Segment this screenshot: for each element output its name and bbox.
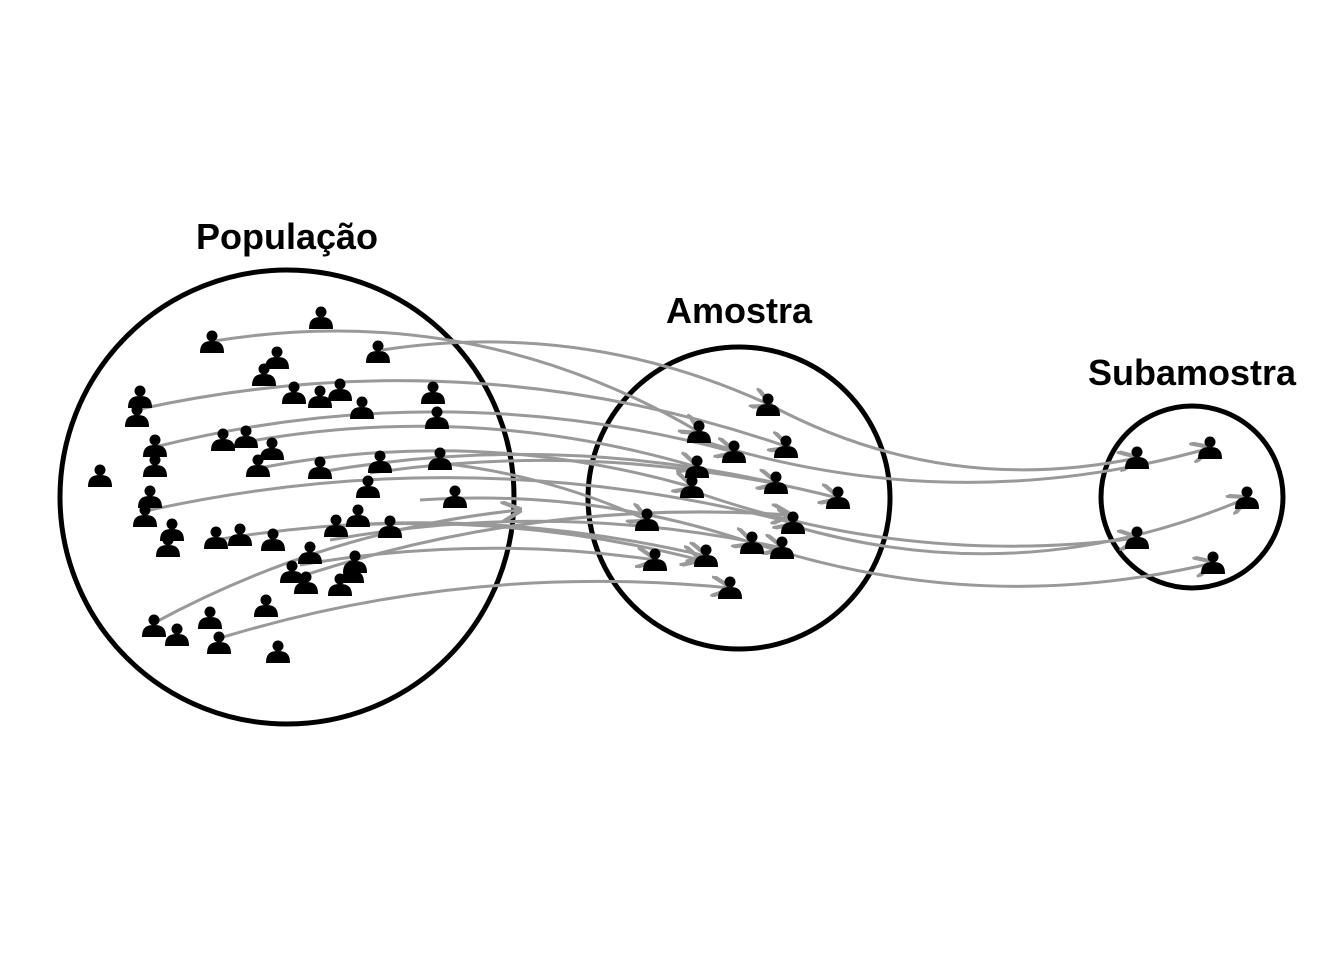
population-person-icon <box>308 456 332 479</box>
population-person-icon <box>428 447 452 470</box>
population-person-icon <box>260 437 284 460</box>
population-person-icon <box>421 381 445 404</box>
selection-arrow <box>149 476 793 523</box>
population-person-icon <box>308 385 332 408</box>
sample-person-icon <box>756 393 780 416</box>
sample-person-icon <box>685 455 709 478</box>
population-person-icon <box>125 404 149 427</box>
population-person-icon <box>228 523 252 546</box>
sample-label: Amostra <box>666 290 813 331</box>
population-person-icon <box>309 306 333 329</box>
population-person-icon <box>143 454 167 477</box>
population-person-icon <box>234 425 258 448</box>
population-person-icon <box>340 560 364 583</box>
population-person-icon <box>328 378 352 401</box>
selection-arrow <box>214 521 706 556</box>
selection-arrow <box>219 581 730 640</box>
selection-arrow <box>154 410 734 452</box>
subsample-person-icon <box>1198 436 1222 459</box>
population-person-icon <box>207 631 231 654</box>
sample-person-icon <box>740 531 764 554</box>
population-person-icon <box>282 381 306 404</box>
population-person-icon <box>298 541 322 564</box>
selection-arrow <box>759 543 1213 588</box>
population-person-icon <box>254 594 278 617</box>
selection-arrow <box>299 546 655 565</box>
subsample-person-icon <box>1125 526 1149 549</box>
population-person-icon <box>165 623 189 646</box>
population-circle <box>57 267 517 727</box>
sample-person-icon <box>781 511 805 534</box>
sample-person-icon <box>722 440 746 463</box>
subsample-circle <box>1098 403 1286 591</box>
population-person-icon <box>294 571 318 594</box>
subsample-person-icon <box>1125 446 1149 469</box>
sample-person-icon <box>770 536 794 559</box>
selection-arrow <box>689 488 1137 546</box>
population-person-icon <box>133 504 157 527</box>
population-person-icon <box>261 528 285 551</box>
sample-person-icon <box>764 471 788 494</box>
population-person-icon <box>346 504 370 527</box>
selection-arrow <box>239 424 697 467</box>
population-person-icon <box>138 485 162 508</box>
population-person-icon <box>266 640 290 663</box>
population-person-icon <box>204 526 228 549</box>
people-layer <box>88 306 1259 663</box>
population-person-icon <box>156 534 180 557</box>
population-person-icon <box>211 428 235 451</box>
population-person-icon <box>246 454 270 477</box>
population-person-icon <box>198 606 222 629</box>
sample-person-icon <box>718 576 742 599</box>
selection-arrow <box>769 403 1137 470</box>
population-person-icon <box>143 434 167 457</box>
sample-person-icon <box>643 548 667 571</box>
selection-arrow <box>789 498 1247 556</box>
population-person-icon <box>280 560 304 583</box>
population-person-icon <box>443 485 467 508</box>
subsample-person-icon <box>1201 551 1225 574</box>
subsample-label: Subamostra <box>1088 352 1297 393</box>
population-person-icon <box>265 346 289 369</box>
sample-person-icon <box>635 508 659 531</box>
selection-arrow <box>153 510 520 625</box>
subsample-person-icon <box>1235 486 1259 509</box>
selection-arrow <box>439 461 647 520</box>
population-person-icon <box>128 385 152 408</box>
population-person-icon <box>200 330 224 353</box>
population-person-icon <box>366 340 390 363</box>
sample-person-icon <box>774 435 798 458</box>
selection-arrow <box>381 340 770 405</box>
population-person-icon <box>142 614 166 637</box>
population-person-icon <box>368 450 392 473</box>
selection-arrow <box>419 496 752 543</box>
selection-arrow <box>335 521 700 560</box>
sample-person-icon <box>694 544 718 567</box>
population-person-icon <box>378 515 402 538</box>
population-person-icon <box>425 406 449 429</box>
population-person-icon <box>324 514 348 537</box>
sample-circle <box>585 344 893 652</box>
sample-person-icon <box>687 420 711 443</box>
sample-person-icon <box>680 475 704 498</box>
population-person-icon <box>350 396 374 419</box>
sample-person-icon <box>826 486 850 509</box>
population-label: População <box>196 216 378 257</box>
selection-arrow <box>139 379 788 447</box>
population-person-icon <box>252 363 276 386</box>
population-person-icon <box>356 475 380 498</box>
population-person-icon <box>88 464 112 487</box>
